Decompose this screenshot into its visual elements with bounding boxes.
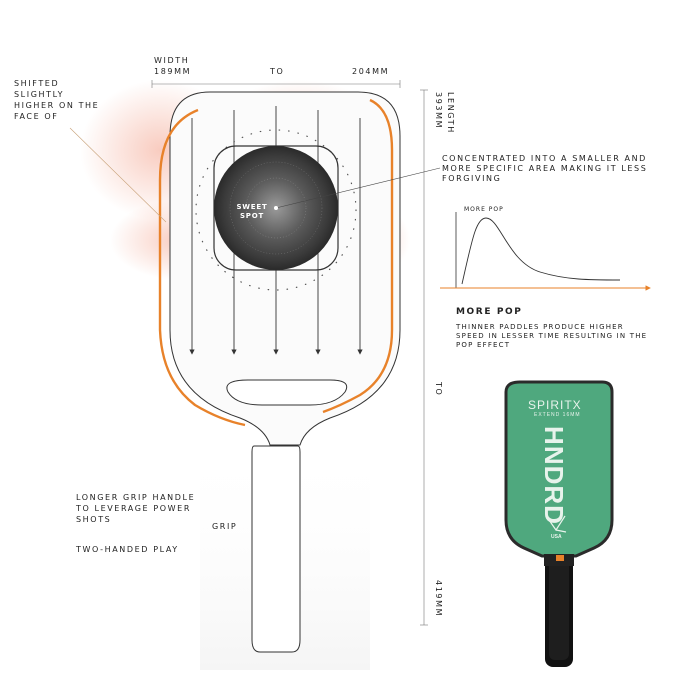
- leader-concentrated: [275, 167, 441, 209]
- grip-handle: [251, 445, 301, 653]
- grip-label: GRIP: [212, 522, 238, 531]
- grip-handle-annotation: LONGER GRIP HANDLE TO LEVERAGE POWER SHO…: [76, 493, 196, 524]
- two-handed-annotation: TWO-HANDED PLAY: [76, 545, 179, 554]
- length-to: TO: [434, 382, 443, 397]
- product-model: SPIRITX: [528, 398, 582, 412]
- pop-heading: MORE POP: [456, 307, 523, 317]
- throat-cutout: [226, 379, 348, 406]
- dotted-ring: [195, 129, 357, 291]
- edge-highlight-right: [322, 98, 394, 414]
- pop-curve-label: MORE POP: [464, 206, 504, 213]
- product-brand: HNDRD: [538, 426, 569, 525]
- length-min: 393MM: [434, 92, 443, 130]
- pop-graph: [440, 212, 651, 291]
- pop-description: THINNER PADDLES PRODUCE HIGHER SPEED IN …: [456, 323, 648, 349]
- product-paddle: [504, 380, 614, 667]
- shifted-annotation: SHIFTED SLIGHTLY HIGHER ON THE FACE OF: [14, 79, 100, 121]
- width-label: WIDTH: [154, 56, 190, 65]
- pop-curve: [461, 217, 621, 285]
- concentrated-annotation: CONCENTRATED INTO A SMALLER AND MORE SPE…: [442, 154, 648, 183]
- product-face: [504, 380, 614, 558]
- edge-highlight-left: [158, 108, 246, 427]
- product-badge: USA: [551, 534, 562, 540]
- product-submodel: EXTEND 16MM: [534, 412, 581, 418]
- sweet-spot-label: SWEET SPOT: [236, 203, 268, 220]
- length-label: LENGTH: [446, 92, 455, 134]
- length-max: 419MM: [434, 580, 443, 618]
- leader-shifted: [69, 127, 167, 223]
- width-min: 189MM: [154, 67, 192, 76]
- width-to: TO: [270, 67, 285, 76]
- width-max: 204MM: [352, 67, 390, 76]
